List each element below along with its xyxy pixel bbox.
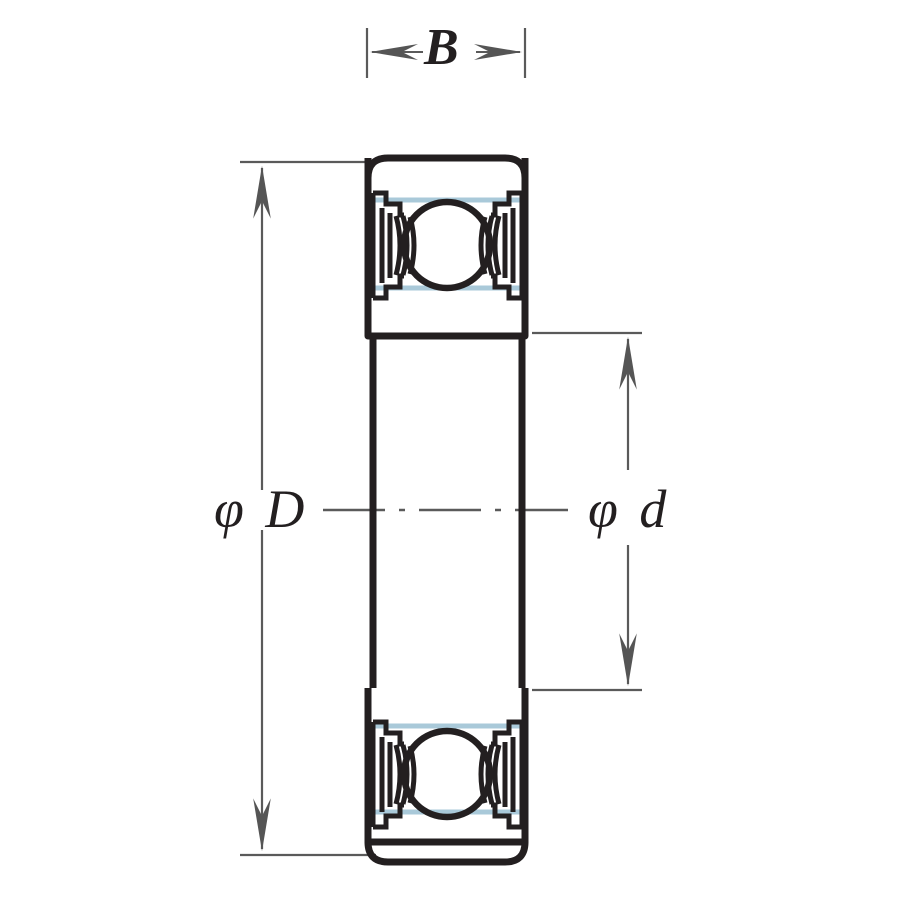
dimension-phi-d [532, 331, 642, 692]
dimension-label-B: B [424, 19, 459, 76]
seal-lower-left [370, 719, 417, 830]
bearing-highlight-layer [373, 197, 525, 815]
ball-lower [400, 727, 494, 821]
ball-upper [400, 198, 494, 292]
dimension-label-phi-d: φ d [588, 479, 671, 539]
inner-ring [369, 336, 526, 688]
dimension-B [365, 28, 527, 78]
dimension-phi-D [240, 160, 376, 857]
dimension-label-phi-D: φ D [214, 479, 309, 539]
outer-ring-lower [364, 688, 529, 866]
seal-upper-left [370, 190, 417, 301]
outer-ring-upper [364, 154, 529, 340]
